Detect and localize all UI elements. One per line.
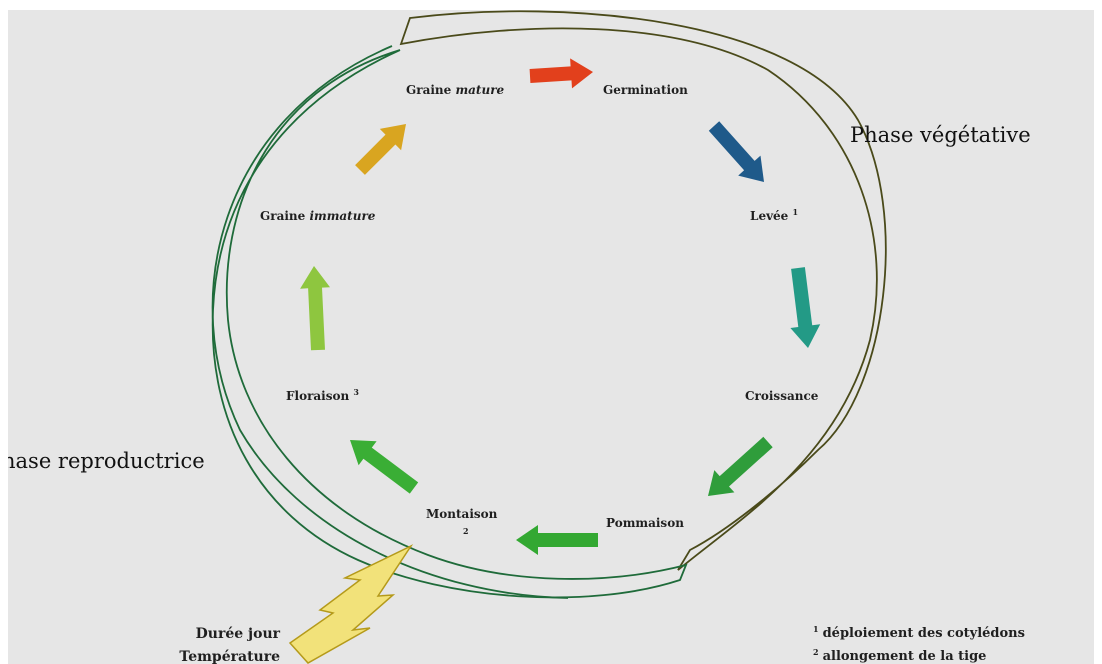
stage-levee: Levée 1 xyxy=(750,207,798,223)
arrow-graine-to-germination xyxy=(529,58,593,89)
plant-life-cycle-diagram: Graine mature Germination Levée 1 Croiss… xyxy=(8,10,1031,664)
vegetative-phase-outline xyxy=(399,10,887,571)
environment-day-length: Durée jour xyxy=(196,626,281,642)
phase-vegetative-label: Phase végétative xyxy=(850,123,1031,147)
environment-temperature: Température xyxy=(179,649,280,664)
arrow-immature-to-mature xyxy=(355,124,406,175)
phase-reproductive-label: hase reproductrice xyxy=(8,449,205,473)
stage-germination: Germination xyxy=(603,83,688,97)
lightning-bolt-icon xyxy=(288,544,414,664)
arrow-germination-to-levee xyxy=(708,121,764,182)
arrow-floraison-to-immature xyxy=(300,266,330,351)
stage-pommaison: Pommaison xyxy=(606,516,684,530)
stage-montaison-mark: 2 xyxy=(463,526,469,536)
arrow-pommaison-to-montaison xyxy=(516,525,598,555)
arrow-croissance-to-pommaison xyxy=(708,436,773,496)
stage-graine-mature: Graine mature xyxy=(406,83,505,97)
reproductive-phase-outer-arc xyxy=(211,45,569,599)
stage-graine-immature: Graine immature xyxy=(260,209,376,223)
arrow-levee-to-croissance xyxy=(790,267,821,348)
stage-montaison: Montaison xyxy=(426,507,498,521)
arrow-montaison-to-floraison xyxy=(350,440,419,494)
diagram-canvas: Graine mature Germination Levée 1 Croiss… xyxy=(8,10,1094,664)
stage-croissance: Croissance xyxy=(745,389,819,403)
stage-floraison: Floraison 3 xyxy=(286,387,359,403)
cycle-arrows xyxy=(300,58,821,555)
